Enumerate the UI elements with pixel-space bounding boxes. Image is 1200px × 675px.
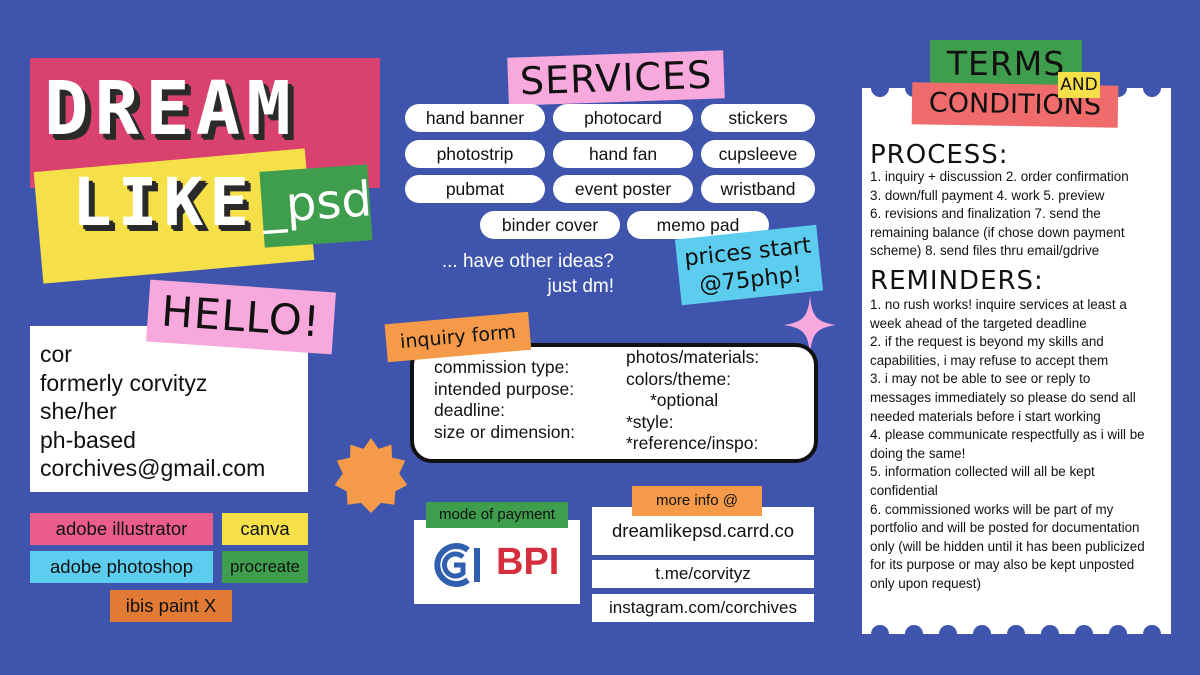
tool-adobe-photoshop: adobe photoshop bbox=[30, 551, 213, 583]
inquiry-right-column: photos/materials: colors/theme: *optiona… bbox=[626, 347, 759, 455]
process-line: 3. down/full payment 4. work 5. preview bbox=[870, 187, 1105, 203]
form-deadline: deadline: bbox=[434, 400, 506, 420]
terms-card: PROCESS: 1. inquiry + discussion 2. orde… bbox=[862, 79, 1171, 643]
form-colors-theme: colors/theme: bbox=[626, 368, 732, 389]
process-line: 6. revisions and finalization 7. send th… bbox=[870, 206, 1101, 222]
bpi-wordmark: BPI bbox=[496, 541, 560, 583]
service-hand-banner: hand banner bbox=[405, 104, 545, 132]
reminders-list: 1. no rush works! inquire services at le… bbox=[870, 296, 1168, 594]
reminder-line: confidential bbox=[870, 482, 938, 498]
about-location: ph-based bbox=[40, 426, 136, 453]
about-pronouns: she/her bbox=[40, 398, 117, 424]
about-card: cor formerly corvityz she/her ph-based c… bbox=[30, 326, 308, 492]
starburst-icon bbox=[334, 438, 408, 513]
service-photostrip: photostrip bbox=[405, 140, 545, 168]
link-carrd[interactable]: dreamlikepsd.carrd.co bbox=[592, 507, 814, 555]
form-style: *style: bbox=[626, 411, 674, 432]
reminder-line: doing the same! bbox=[870, 445, 966, 461]
link-instagram[interactable]: instagram.com/corchives bbox=[592, 594, 814, 622]
service-event-poster: event poster bbox=[553, 175, 693, 203]
reminder-line: messages immediately so please do send a… bbox=[870, 389, 1136, 405]
process-line: scheme) 8. send files thru email/gdrive bbox=[870, 243, 1100, 259]
service-photocard: photocard bbox=[553, 104, 693, 132]
reminder-line: only upon request) bbox=[870, 575, 981, 591]
reminder-line: needed materials before i start working bbox=[870, 408, 1101, 424]
form-size: size or dimension: bbox=[434, 421, 576, 442]
payment-label: mode of payment bbox=[426, 502, 568, 528]
logo-dream-text: DREAM bbox=[44, 66, 297, 152]
ticket-bottom-edge bbox=[871, 625, 1161, 643]
reminder-line: 2. if the request is beyond my skills an… bbox=[870, 334, 1104, 350]
prices-badge: prices start @75php! bbox=[674, 224, 824, 306]
tool-canva: canva bbox=[222, 513, 308, 545]
reminder-line: 6. commissioned works will be part of my bbox=[870, 501, 1114, 517]
other-ideas-note: ... have other ideas? just dm! bbox=[388, 249, 614, 299]
reminder-line: portfolio and will be posted for documen… bbox=[870, 520, 1140, 536]
form-reference: *reference/inspo: bbox=[626, 433, 759, 453]
reminder-line: week ahead of the targeted deadline bbox=[870, 315, 1087, 331]
tool-adobe-illustrator: adobe illustrator bbox=[30, 513, 213, 545]
inquiry-form-card: commission type: intended purpose: deadl… bbox=[410, 343, 818, 463]
inquiry-left-column: commission type: intended purpose: deadl… bbox=[434, 357, 575, 443]
link-telegram[interactable]: t.me/corvityz bbox=[592, 560, 814, 588]
about-former-name: formerly corvityz bbox=[40, 369, 208, 396]
form-commission-type: commission type: bbox=[434, 357, 570, 377]
tool-procreate: procreate bbox=[222, 551, 308, 583]
about-name: cor bbox=[40, 341, 72, 367]
service-wristband: wristband bbox=[701, 175, 815, 203]
service-stickers: stickers bbox=[701, 104, 815, 132]
hello-label: HELLO! bbox=[146, 279, 336, 355]
just-dm-line: just dm! bbox=[547, 276, 614, 297]
process-line: 1. inquiry + discussion 2. order confirm… bbox=[870, 169, 1129, 184]
reminder-line: 5. information collected will all be kep… bbox=[870, 464, 1095, 480]
terms-title: TERMS bbox=[930, 40, 1082, 88]
service-binder-cover: binder cover bbox=[480, 211, 620, 239]
and-tag: AND bbox=[1058, 72, 1100, 98]
bpi-logo-icon bbox=[434, 543, 480, 587]
reminder-line: 4. please communicate respectfully as i … bbox=[870, 427, 1145, 443]
form-optional-note: *optional bbox=[650, 390, 719, 410]
reminder-line: for its purpose or may also be kept unpo… bbox=[870, 557, 1135, 573]
reminder-line: only (will be hidden until it has been p… bbox=[870, 538, 1145, 554]
reminder-line: 3. i may not be able to see or reply to bbox=[870, 371, 1091, 387]
other-ideas-line: ... have other ideas? bbox=[441, 251, 614, 272]
reminders-title: REMINDERS: bbox=[870, 266, 1044, 296]
logo-psd-tag: _psd bbox=[259, 164, 374, 248]
reminder-line: capabilities, i may refuse to accept the… bbox=[870, 352, 1109, 368]
tool-ibis-paint: ibis paint X bbox=[110, 590, 232, 622]
payment-card bbox=[414, 520, 580, 604]
service-pubmat: pubmat bbox=[405, 175, 545, 203]
process-line: remaining balance (if chose down payment bbox=[870, 224, 1125, 240]
process-title: PROCESS: bbox=[870, 140, 1009, 170]
form-photos-materials: photos/materials: bbox=[626, 347, 760, 367]
services-title: SERVICES bbox=[507, 50, 725, 106]
logo-like-text: LIKE bbox=[72, 164, 255, 241]
form-intended-purpose: intended purpose: bbox=[434, 378, 575, 399]
service-cupsleeve: cupsleeve bbox=[701, 140, 815, 168]
reminder-line: 1. no rush works! inquire services at le… bbox=[870, 297, 1127, 312]
about-email[interactable]: corchives@gmail.com bbox=[40, 455, 266, 481]
process-list: 1. inquiry + discussion 2. order confirm… bbox=[870, 168, 1168, 261]
sparkle-icon bbox=[784, 296, 836, 354]
service-hand-fan: hand fan bbox=[553, 140, 693, 168]
more-info-label: more info @ bbox=[632, 486, 762, 516]
